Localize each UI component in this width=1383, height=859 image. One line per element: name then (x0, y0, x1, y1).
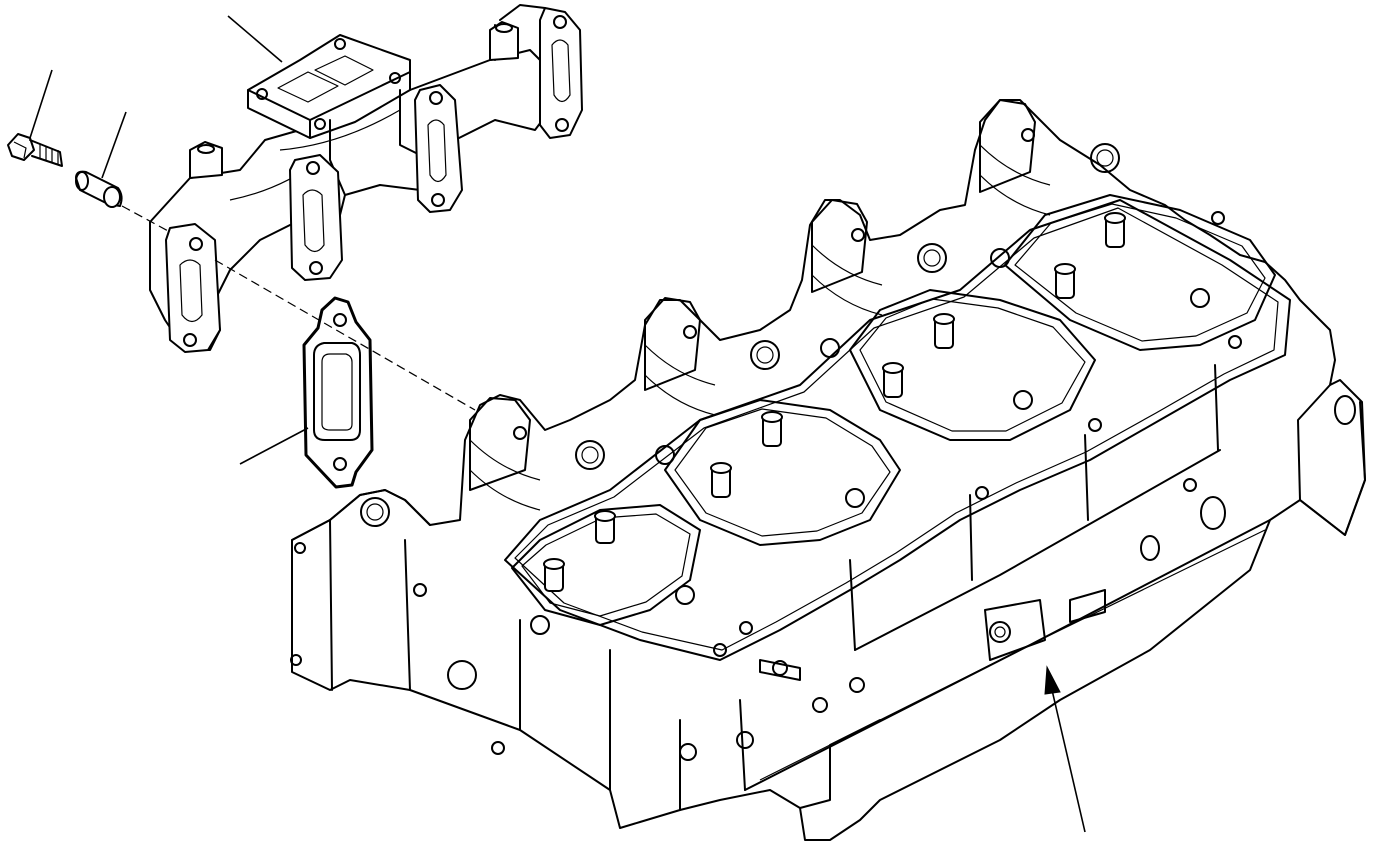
manifold-gasket (302, 296, 374, 489)
manifold-flange-3 (289, 154, 343, 281)
manifold-flange-2 (414, 84, 463, 213)
flange-bolt (7, 133, 63, 167)
leader-line-gasket (239, 427, 309, 465)
alignment-dash-bolt-to-manifold (121, 205, 171, 233)
manifold-flange-1 (494, 4, 583, 139)
deck-bolt-holes (290, 211, 1242, 761)
leader-line-bolt (29, 69, 53, 139)
alignment-dash-manifold-to-head (214, 259, 476, 411)
valve-chamber-3 (820, 289, 1096, 441)
block-side-faces (291, 364, 1366, 811)
spacer-collar (75, 170, 123, 208)
valve-chamber-1 (511, 504, 701, 635)
manifold-flange-4 (165, 223, 221, 353)
valve-chamber-4 (990, 194, 1276, 351)
leader-line-spacer (101, 111, 127, 179)
cylinder-head (290, 99, 1366, 841)
exhaust-port-bosses (469, 99, 1120, 511)
exhaust-manifold (149, 4, 583, 353)
view-direction-arrow (1044, 665, 1086, 833)
valve-chamber-2 (655, 399, 901, 546)
leader-line-manifold (227, 15, 283, 63)
